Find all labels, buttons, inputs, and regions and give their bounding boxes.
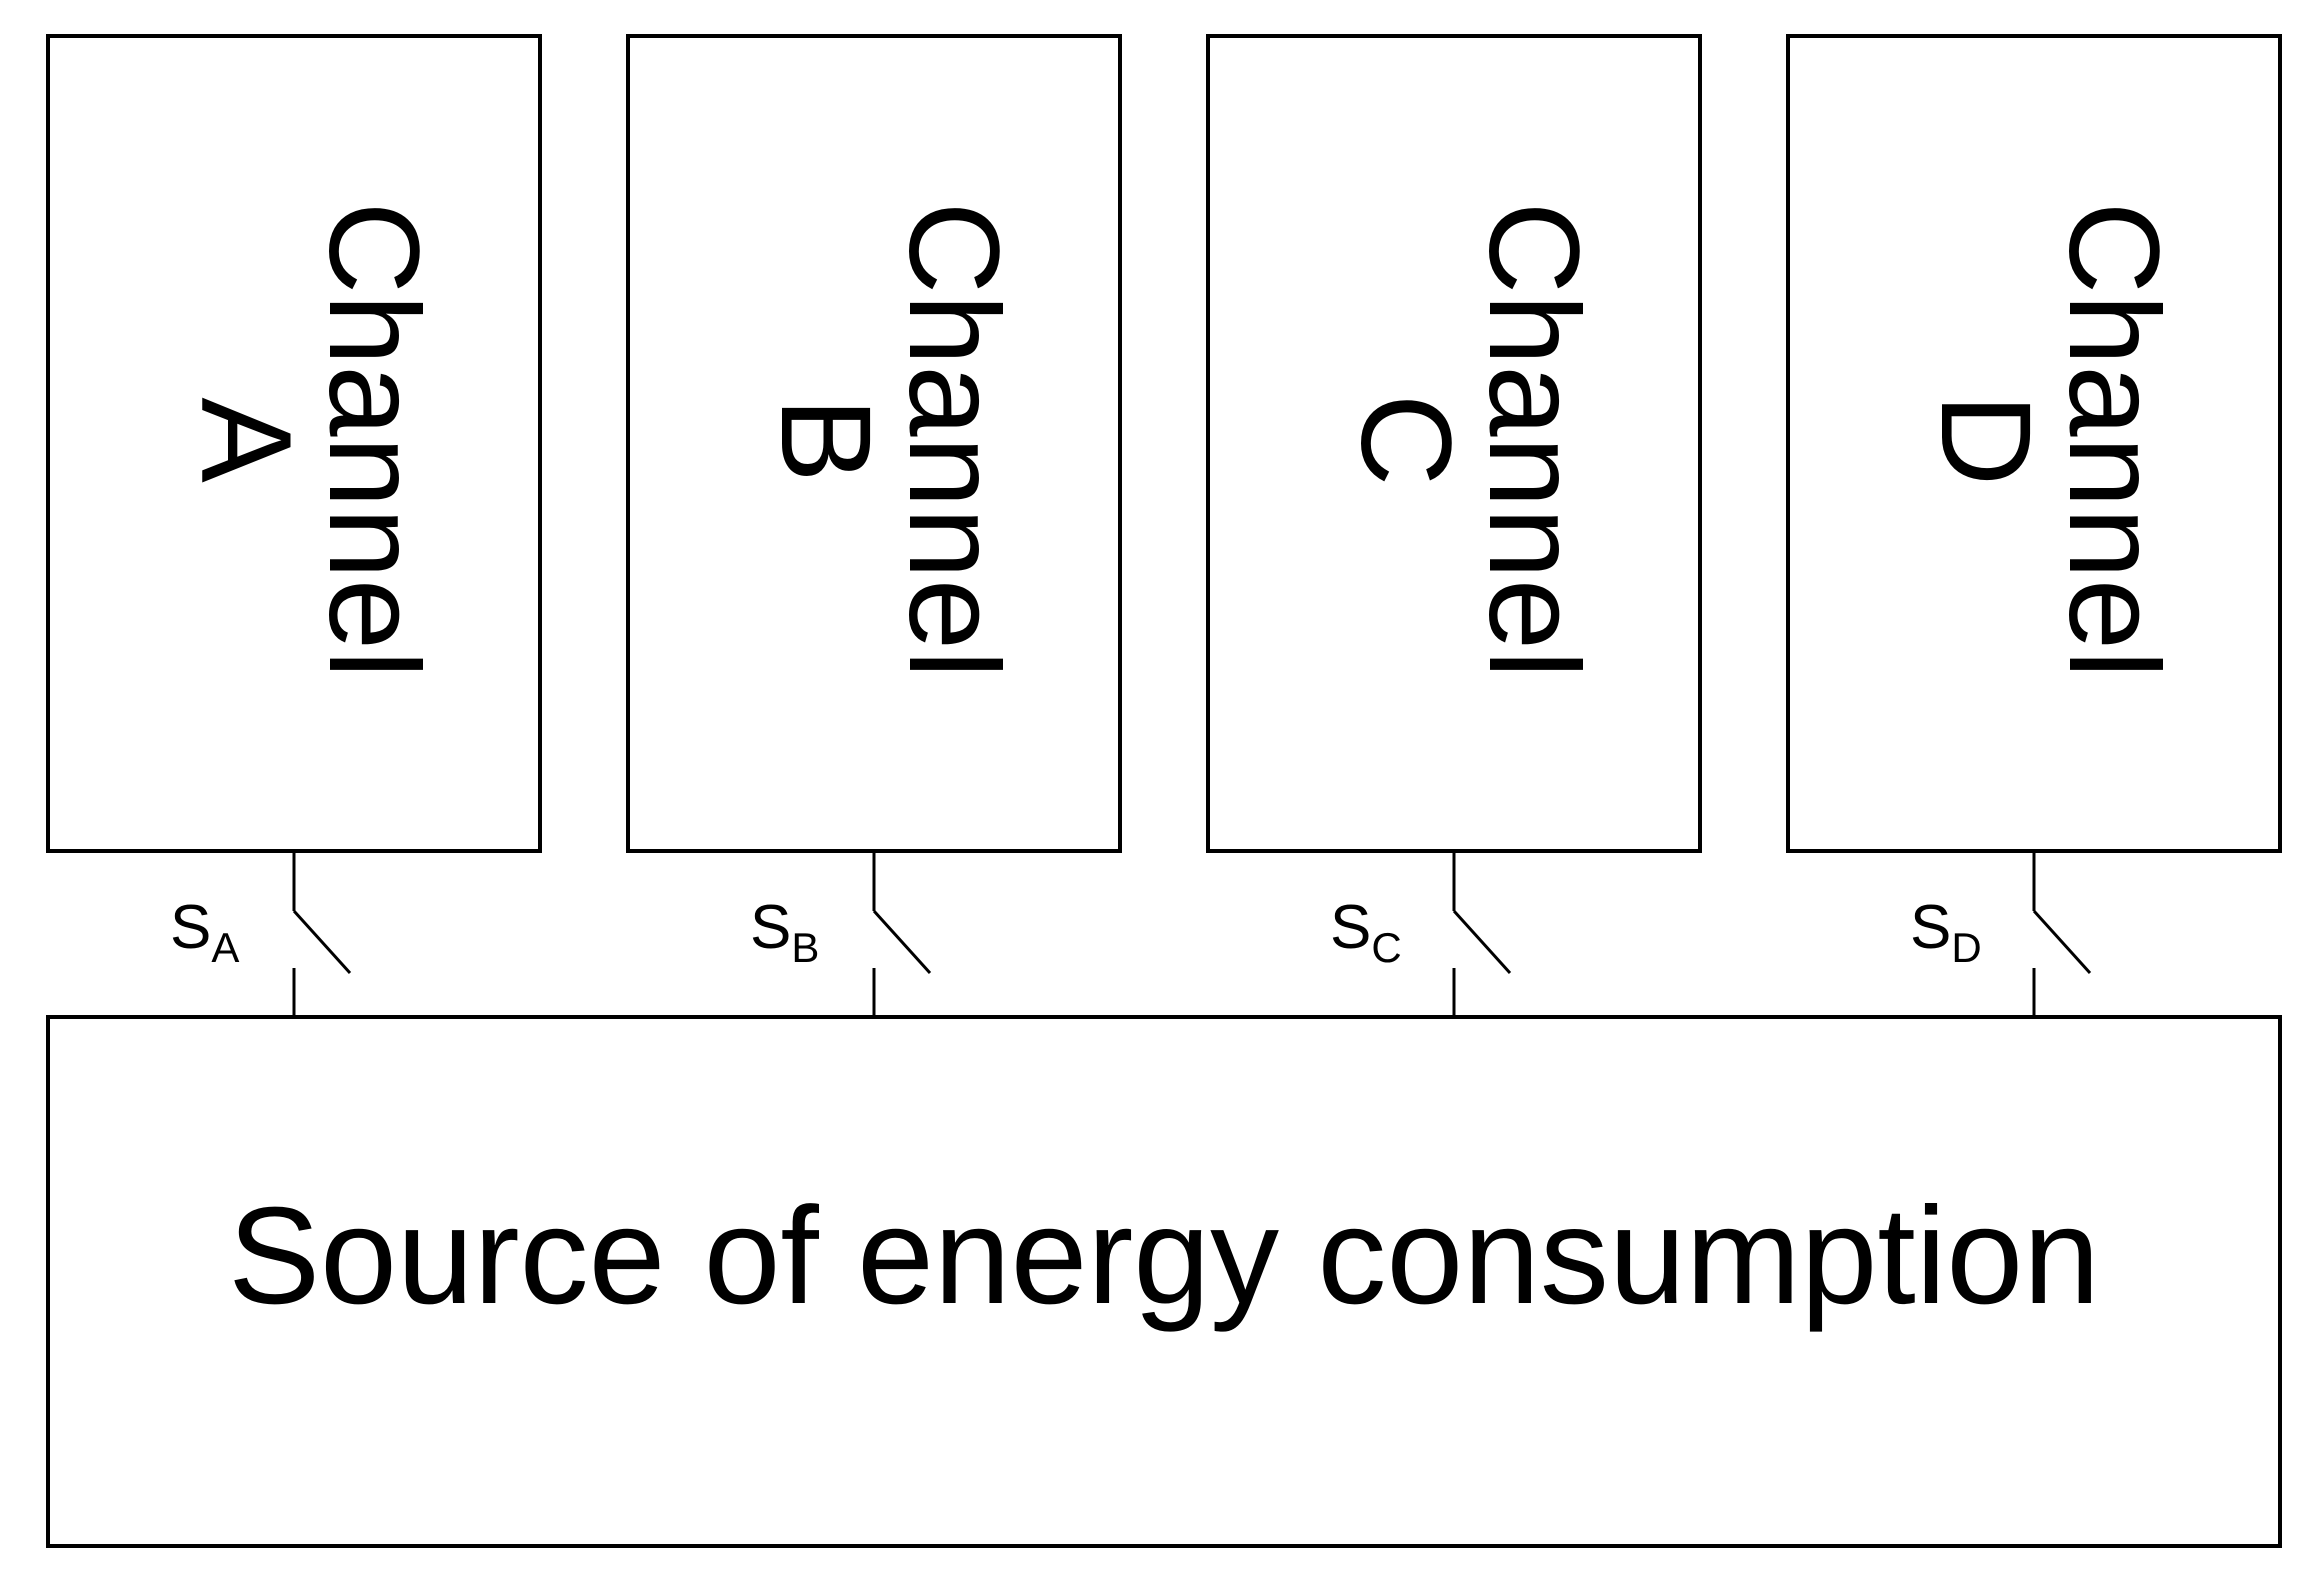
switch-c-symbol: S — [1330, 893, 1371, 962]
switch-b-subscript: B — [791, 924, 819, 971]
channel-d-box — [1786, 34, 2282, 853]
switch-c-subscript: C — [1371, 924, 1401, 971]
switch-a-symbol: S — [170, 893, 211, 962]
switch-b-blade — [872, 909, 932, 975]
channel-c-label-line1: Channel — [1462, 202, 1605, 679]
switch-b-label: SB — [750, 893, 819, 971]
channel-a-label-line2: A — [174, 397, 317, 483]
switch-a-label: SA — [170, 893, 239, 971]
switch-d-blade — [2032, 909, 2092, 975]
switch-d-label: SD — [1910, 893, 1982, 971]
energy-source-label: Source of energy consumption — [228, 1179, 2100, 1333]
channel-a-label-line1: Channel — [302, 202, 445, 679]
switch-a-subscript: A — [211, 924, 239, 971]
channel-c-box — [1206, 34, 1702, 853]
channel-b-box — [626, 34, 1122, 853]
channel-a-box — [46, 34, 542, 853]
energy-source: Source of energy consumption — [46, 1015, 2282, 1548]
switch-c-label: SC — [1330, 893, 1402, 971]
switch-a-blade — [292, 909, 352, 975]
switch-d-subscript: D — [1951, 924, 1981, 971]
channel-b: Channel B SB — [626, 34, 1122, 1017]
switch-b-symbol: S — [750, 893, 791, 962]
channel-a: Channel A SA — [46, 34, 542, 1017]
channel-d-label-line2: D — [1914, 394, 2057, 486]
channel-c: Channel C SC — [1206, 34, 1702, 1017]
channel-b-label-line1: Channel — [882, 202, 1025, 679]
energy-source-box — [46, 1015, 2282, 1548]
channel-b-label-line2: B — [754, 397, 897, 482]
channel-d: Channel D SD — [1786, 34, 2282, 1017]
switch-c-blade — [1452, 909, 1512, 975]
channel-c-label-line2: C — [1334, 394, 1477, 486]
channel-d-label-line1: Channel — [2042, 202, 2185, 679]
switch-d-symbol: S — [1910, 893, 1951, 962]
